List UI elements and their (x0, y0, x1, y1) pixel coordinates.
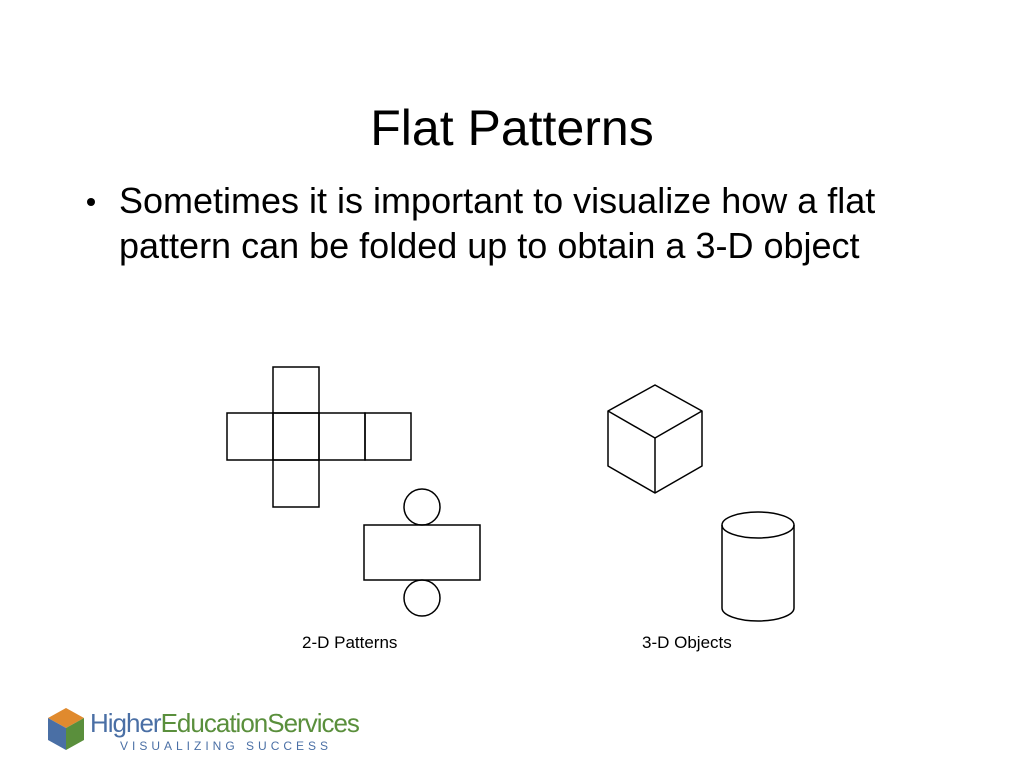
hexagon-cube-logo-icon (48, 708, 84, 750)
caption-3d-objects: 3-D Objects (642, 633, 732, 652)
brand-name-part1: Higher (90, 708, 162, 738)
cube-net-back-face (364, 412, 412, 461)
cube-3d-inner-edges (607, 410, 703, 439)
cube-net-bottom-face (272, 459, 320, 508)
cylinder-3d-top-ellipse (721, 511, 795, 539)
brand-logo: HigherEducationServices VISUALIZING SUCC… (46, 706, 360, 756)
slide-title: Flat Patterns (370, 100, 654, 156)
cube-net-right-face (318, 412, 366, 461)
cylinder-net-side-rectangle (363, 524, 481, 581)
caption-2d-patterns: 2-D Patterns (302, 633, 398, 652)
brand-name-part2: EducationServices (160, 708, 360, 738)
bullet-dot-icon (87, 198, 95, 206)
cube-net-diagram (226, 366, 412, 508)
cylinder-3d-diagram (721, 511, 795, 622)
cylinder-net-bottom-disc (403, 579, 441, 617)
brand-tagline: VISUALIZING SUCCESS (120, 739, 333, 753)
cylinder-net-diagram (363, 488, 481, 617)
bullet-item: Sometimes it is important to visualize h… (82, 178, 962, 268)
bullet-text: Sometimes it is important to visualize h… (119, 180, 876, 266)
cube-net-top-face (272, 366, 320, 414)
cube-net-front-face (272, 412, 320, 461)
cylinder-net-top-disc (403, 488, 441, 526)
cylinder-3d-bottom-arc (721, 607, 795, 622)
bullet-list: Sometimes it is important to visualize h… (82, 178, 962, 268)
cube-3d-diagram (607, 384, 703, 494)
brand-name: HigherEducationServices (90, 708, 360, 738)
cube-net-left-face (226, 412, 274, 461)
